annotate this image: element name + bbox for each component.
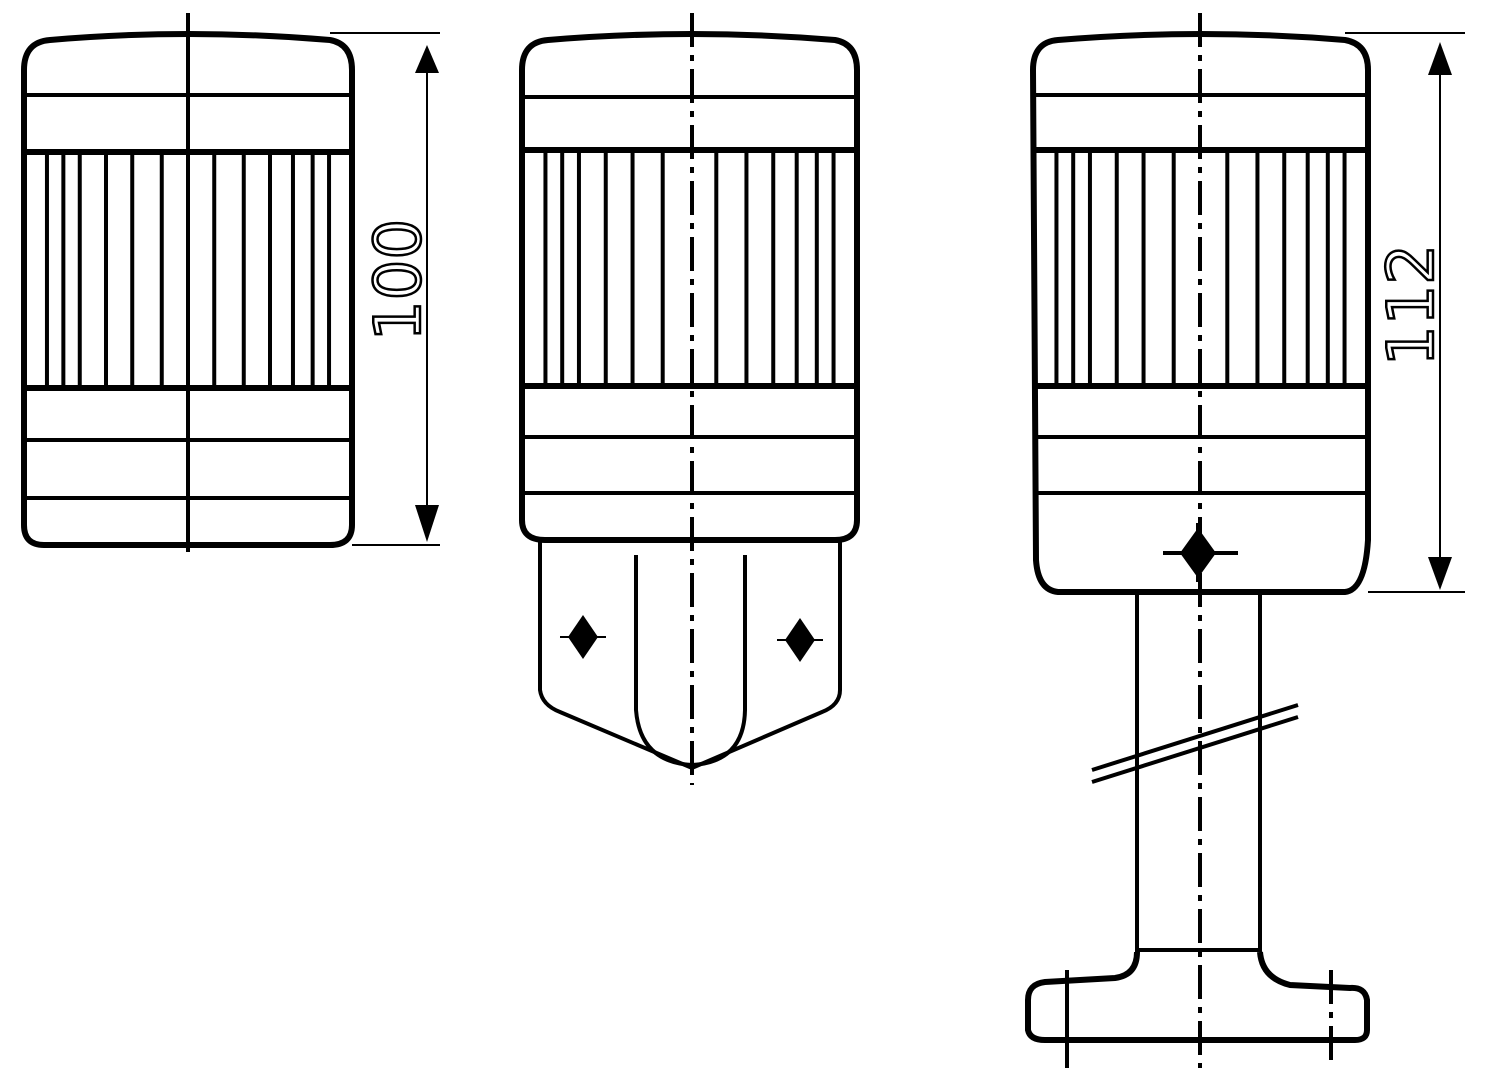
lamp-body-outline xyxy=(21,31,355,548)
break-line xyxy=(1091,703,1299,772)
pole-base-foot xyxy=(1025,951,1370,1043)
front-view: 100 xyxy=(21,13,440,552)
height-dimension: 100 xyxy=(330,32,440,546)
bracket-mount-view xyxy=(519,13,860,785)
height-dimension: 112 xyxy=(1345,32,1465,593)
lens-ribs xyxy=(1054,150,1347,386)
screw-symbol-icon xyxy=(1163,523,1238,582)
lamp-body-outline xyxy=(519,31,860,543)
dimension-label-112: 112 xyxy=(1375,244,1449,366)
lens-ribs xyxy=(44,152,332,388)
mounting-pole xyxy=(1091,592,1299,952)
pole-mount-view: 112 xyxy=(1025,13,1465,1068)
break-line xyxy=(1091,715,1299,784)
lamp-body-outline xyxy=(1029,31,1371,595)
dimension-label-100: 100 xyxy=(362,219,436,341)
lens-ribs xyxy=(543,150,836,386)
lamp-bands xyxy=(522,95,857,495)
